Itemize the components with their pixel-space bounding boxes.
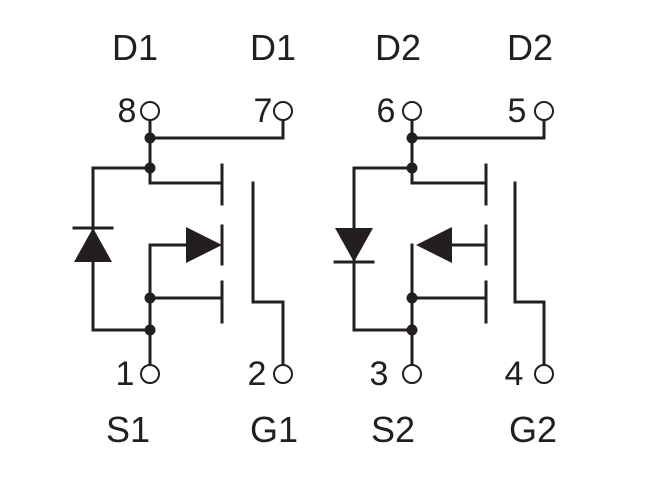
junction-dot <box>144 292 156 304</box>
diode1-triangle-icon <box>74 228 112 262</box>
pin-number-6: 6 <box>377 92 396 130</box>
gate1-wire <box>251 181 285 374</box>
pin-name-7: D1 <box>250 27 296 68</box>
mosfet-1 <box>72 118 285 374</box>
drain2-link-wire <box>410 118 546 140</box>
pin-terminal-7 <box>273 101 293 121</box>
pin-name-2: G1 <box>250 409 298 450</box>
pin-name-5: D2 <box>507 27 553 68</box>
pin-terminal-5 <box>534 101 554 121</box>
pin-terminal-3 <box>402 364 422 384</box>
pin-number-5: 5 <box>508 92 527 130</box>
pin-name-1: S1 <box>106 409 150 450</box>
junction-dot <box>144 162 156 174</box>
drain1-link-wire <box>148 118 285 140</box>
pin-terminal-4 <box>534 364 554 384</box>
junction-dot <box>406 162 418 174</box>
diode2-branch-wire <box>352 166 414 332</box>
pin-name-3: S2 <box>371 409 415 450</box>
pin-name-4: G2 <box>509 409 557 450</box>
pin-number-8: 8 <box>118 92 137 130</box>
pin-number-2: 2 <box>248 355 267 393</box>
pin-number-3: 3 <box>370 355 389 393</box>
junction-dot <box>144 132 156 144</box>
junction-dot <box>406 132 418 144</box>
pin-name-6: D2 <box>375 27 421 68</box>
junction-dot <box>406 324 418 336</box>
junction-dot <box>144 324 156 336</box>
pin-number-7: 7 <box>254 92 273 130</box>
pin-name-8: D1 <box>112 27 158 68</box>
mosfet-2 <box>333 118 546 374</box>
pin-number-4: 4 <box>505 355 524 393</box>
gate2-wire <box>513 181 546 374</box>
body1-arrow-icon <box>186 227 222 263</box>
pin-terminal-2 <box>273 364 293 384</box>
pin-terminal-6 <box>402 101 422 121</box>
pin-number-1: 1 <box>116 355 135 393</box>
pin-terminal-1 <box>140 364 160 384</box>
pin-terminal-8 <box>140 101 160 121</box>
diode2-triangle-icon <box>335 228 373 262</box>
body2-arrow-icon <box>416 227 452 263</box>
junction-dot <box>406 292 418 304</box>
